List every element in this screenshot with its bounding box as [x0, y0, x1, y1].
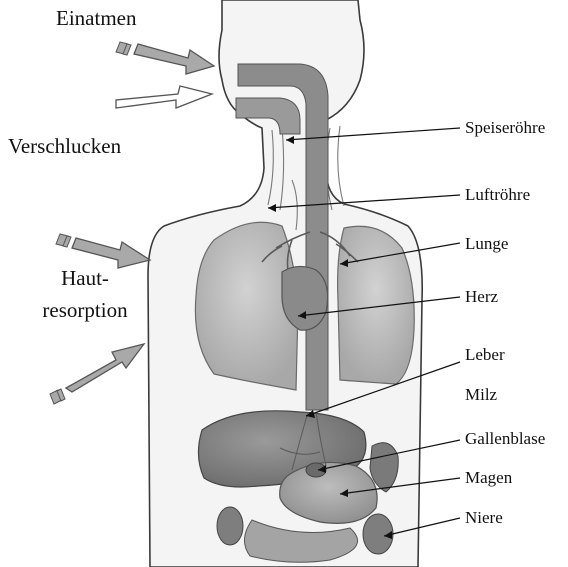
label-kidney: Niere [465, 509, 503, 526]
right-lung [338, 226, 415, 384]
label-spleen: Milz [465, 386, 497, 403]
skin-arrow-upper [56, 234, 150, 268]
heart [282, 266, 328, 330]
label-inhale: Einatmen [56, 8, 136, 29]
label-gallbladder: Gallenblase [465, 430, 545, 447]
label-lung: Lunge [465, 235, 508, 252]
label-trachea: Luftröhre [465, 186, 530, 203]
label-skin-line2: resorption [10, 300, 160, 321]
inhale-arrow [116, 42, 214, 74]
skin-arrow-lower [50, 344, 144, 404]
label-esophagus: Speiseröhre [465, 119, 545, 136]
label-heart: Herz [465, 288, 498, 305]
label-stomach: Magen [465, 469, 512, 486]
label-liver: Leber [465, 346, 505, 363]
label-swallow: Verschlucken [8, 136, 121, 157]
swallow-arrow [116, 86, 212, 108]
label-skin-line1: Haut- [40, 268, 130, 289]
left-kidney [217, 507, 243, 545]
